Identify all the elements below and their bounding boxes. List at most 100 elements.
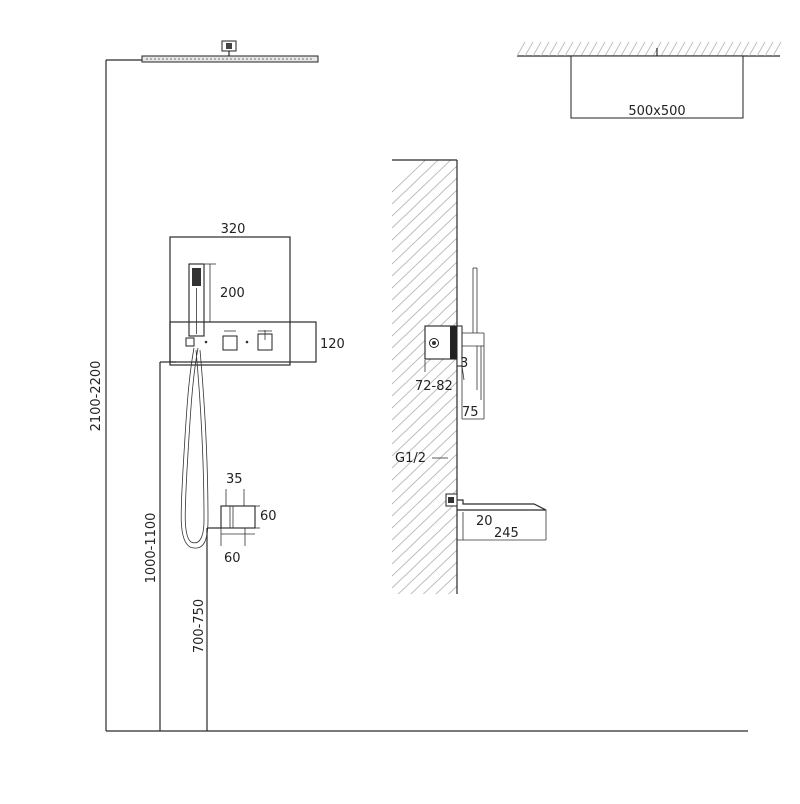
ceiling-hatch-line (540, 41, 550, 57)
wall-hatch-line (392, 160, 439, 205)
wall-hatch-line (392, 273, 457, 337)
shower-hose (180, 347, 209, 549)
wall-hatch-line (392, 201, 457, 265)
ceiling-hatch-line (716, 41, 726, 57)
spout-mount-height-line (206, 527, 221, 731)
handheld-height-label: 200 (220, 286, 245, 301)
side-handheld (461, 267, 482, 400)
ceiling-hatch-line (700, 41, 710, 57)
wall-hatch-line (392, 381, 457, 445)
wall-hatch-line (397, 537, 457, 594)
ceiling-hatch-line (524, 41, 534, 57)
ceiling-hatch-line (660, 41, 670, 57)
ceiling-hatch-line (708, 41, 718, 57)
panel-mount-height-line (159, 361, 176, 731)
wall-outlet (220, 489, 260, 546)
spout-mount-height-label: 700-750 (192, 599, 207, 653)
wall-hatch-line (392, 417, 457, 481)
control-panel (169, 321, 317, 363)
wall-hatch-line (392, 610, 457, 672)
wall-hatch-line (392, 177, 457, 241)
ceiling-hatch-line (532, 41, 542, 57)
wall-hatch-line (392, 261, 457, 325)
wall-hatch-line (392, 213, 457, 277)
wall-hatch-line (392, 393, 457, 457)
side-panel-dims (424, 360, 484, 420)
wall-hatch-line (392, 160, 452, 217)
ceiling-hatch-line (644, 41, 654, 57)
ceiling-hatch-line (668, 41, 678, 57)
ceiling-hatch-line (636, 41, 646, 57)
wall-hatch-line (392, 465, 457, 529)
ceiling-hatch-line (732, 41, 742, 57)
thread-label: G1/2 (395, 451, 426, 466)
spout-length-label: 245 (494, 526, 519, 541)
ceiling-hatch-line (612, 41, 622, 57)
wall-hatch-line (392, 441, 457, 505)
niche-outline (169, 236, 291, 366)
ceiling-hatch-line (596, 41, 606, 57)
ceiling-hatch-line (764, 41, 774, 57)
wall-hatch-line (392, 285, 457, 349)
wall-hatch-line (392, 513, 457, 577)
panel-width-label: 320 (221, 222, 246, 237)
wall-hatch-line (392, 453, 457, 517)
handheld-projection-label: 75 (462, 405, 479, 420)
ceiling-hatch-line (748, 41, 758, 57)
outlet-depth-label: 60 (224, 551, 241, 566)
ceiling-hatch-line (516, 41, 526, 57)
wall-hatch-line (392, 369, 457, 433)
side-spout (445, 493, 547, 541)
wall-hatch-line (392, 357, 457, 421)
panel-mount-height-label: 1000-1100 (144, 513, 159, 584)
ceiling-hatch-line (580, 41, 590, 57)
ceiling-hatch-line (724, 41, 734, 57)
total-height-label: 2100-2200 (89, 361, 104, 432)
ceiling-hatch-line (676, 41, 686, 57)
ceiling-hatch-line (564, 41, 574, 57)
ceiling-hatch-line (740, 41, 750, 57)
wall-hatch-line (392, 165, 457, 229)
ceiling-hatch-line (572, 41, 582, 57)
wall-hatch-line (392, 477, 457, 541)
wall-hatch-line (392, 249, 457, 313)
ceiling-hatch-line (684, 41, 694, 57)
panel-offset-label: 3 (460, 356, 468, 371)
wall-hatch-line (392, 189, 457, 253)
ceiling-hatch-line (548, 41, 558, 57)
ceiling-hatch-line (756, 41, 766, 57)
rain-shower-head-front (141, 40, 319, 63)
wall-hatch-line (392, 525, 457, 589)
wall-hatch-line (392, 622, 457, 684)
side-control-panel (424, 325, 485, 419)
outlet-width-label: 35 (226, 472, 243, 487)
spout-offset-label: 20 (476, 514, 493, 529)
wall-section (392, 159, 458, 696)
wall-hatch-line (392, 237, 457, 301)
ceiling-hatch-line (588, 41, 598, 57)
wall-hatch-line (392, 405, 457, 469)
ceiling-hatch-line (604, 41, 614, 57)
head-size-label: 500x500 (628, 104, 685, 119)
wall-hatch-line (392, 429, 457, 493)
ceiling-hatch-line (628, 41, 638, 57)
panel-height-label: 120 (320, 337, 345, 352)
handheld-shower (188, 263, 205, 337)
ceiling-hatch-line (620, 41, 630, 57)
handheld-height-dim (203, 263, 216, 322)
ceiling-hatch-line (692, 41, 702, 57)
wall-hatch-line (410, 549, 457, 594)
wall-hatch-line (435, 573, 457, 594)
wall-hatch-line (392, 501, 457, 565)
wall-hatch-line (392, 225, 457, 289)
ceiling-hatch-line (772, 41, 782, 57)
wall-hatch-line (447, 585, 457, 594)
ceiling-hatch-line (556, 41, 566, 57)
wall-hatch-line (392, 160, 427, 193)
outlet-height-label: 60 (260, 509, 277, 524)
wall-hatch-line (392, 598, 457, 660)
shower-head-top-view (516, 41, 782, 119)
wall-hatch-line (392, 634, 457, 696)
panel-depth-label: 72-82 (415, 379, 453, 394)
